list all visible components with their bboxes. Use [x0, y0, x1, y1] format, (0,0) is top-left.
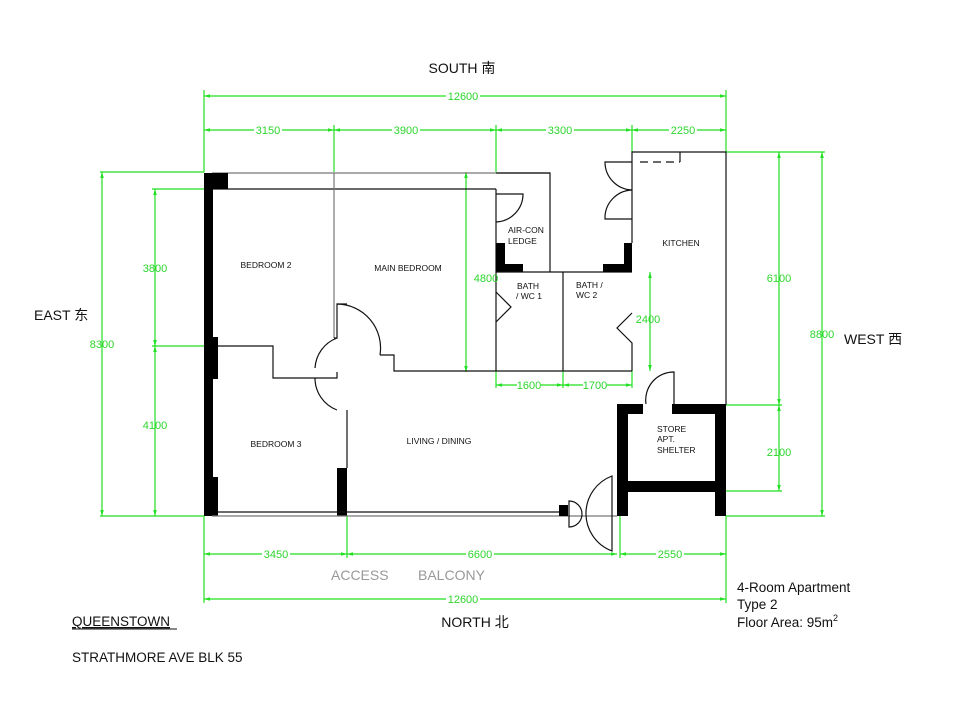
compass-north: NORTH 北	[441, 614, 508, 630]
compass-west: WEST 西	[844, 331, 902, 347]
dim-top-1: 3150	[256, 125, 280, 137]
info-apartment-type: 4-Room Apartment	[737, 580, 851, 595]
dim-bottom-1: 3450	[264, 549, 288, 561]
label-bath1-2: / WC 1	[516, 291, 542, 301]
location-address: STRATHMORE AVE BLK 55	[72, 650, 243, 665]
dim-right-1: 6100	[767, 273, 791, 285]
balcony-label-access: ACCESS	[331, 567, 389, 583]
dim-bottom-3: 2550	[658, 549, 682, 561]
label-bedroom-2: BEDROOM 2	[240, 260, 291, 270]
compass-south: SOUTH 南	[429, 60, 496, 76]
label-bath2-2: WC 2	[576, 290, 598, 300]
balcony-label-balcony: BALCONY	[418, 567, 486, 583]
location-town: QUEENSTOWN	[72, 614, 170, 629]
dimension-lines	[100, 90, 825, 603]
dim-top-total: 12600	[448, 91, 479, 103]
label-living-dining: LIVING / DINING	[407, 436, 472, 446]
label-bedroom-3: BEDROOM 3	[250, 439, 301, 449]
label-aircon-2: LEDGE	[508, 236, 537, 246]
dim-top-3: 3300	[548, 125, 572, 137]
dimension-labels: 12600 3150 3900 3300 2250 8300 3800 4100…	[90, 90, 834, 606]
info-floor-area: Floor Area: 95m2	[737, 613, 838, 630]
dim-center-height: 4800	[474, 273, 498, 285]
label-bath2-1: BATH /	[576, 280, 603, 290]
info-type: Type 2	[737, 597, 778, 612]
compass-east: EAST 东	[34, 307, 88, 323]
dim-bottom-2: 6600	[468, 549, 492, 561]
label-store-3: SHELTER	[657, 445, 696, 455]
label-store-2: APT.	[657, 434, 675, 444]
dim-left-2: 4100	[143, 420, 167, 432]
dim-top-4: 2250	[671, 125, 695, 137]
dim-left-1: 3800	[143, 263, 167, 275]
dim-bath2-width: 1700	[583, 380, 607, 392]
floor-area-text: Floor Area: 95m	[737, 615, 833, 630]
floor-area-superscript: 2	[833, 613, 838, 623]
label-store-1: STORE	[657, 424, 686, 434]
dim-bottom-total: 12600	[448, 594, 479, 606]
label-main-bedroom: MAIN BEDROOM	[374, 263, 442, 273]
dim-bath1-width: 1600	[517, 380, 541, 392]
room-labels: BEDROOM 2 MAIN BEDROOM AIR-CON LEDGE BAT…	[240, 225, 699, 455]
dim-left-total: 8300	[90, 339, 114, 351]
dim-right-total: 8800	[810, 329, 834, 341]
label-bath1-1: BATH	[517, 281, 539, 291]
walls	[204, 151, 727, 552]
label-aircon-1: AIR-CON	[508, 225, 544, 235]
dim-top-2: 3900	[394, 125, 418, 137]
dim-bath-height: 2400	[636, 314, 660, 326]
label-kitchen: KITCHEN	[662, 238, 699, 248]
dim-right-2: 2100	[767, 447, 791, 459]
